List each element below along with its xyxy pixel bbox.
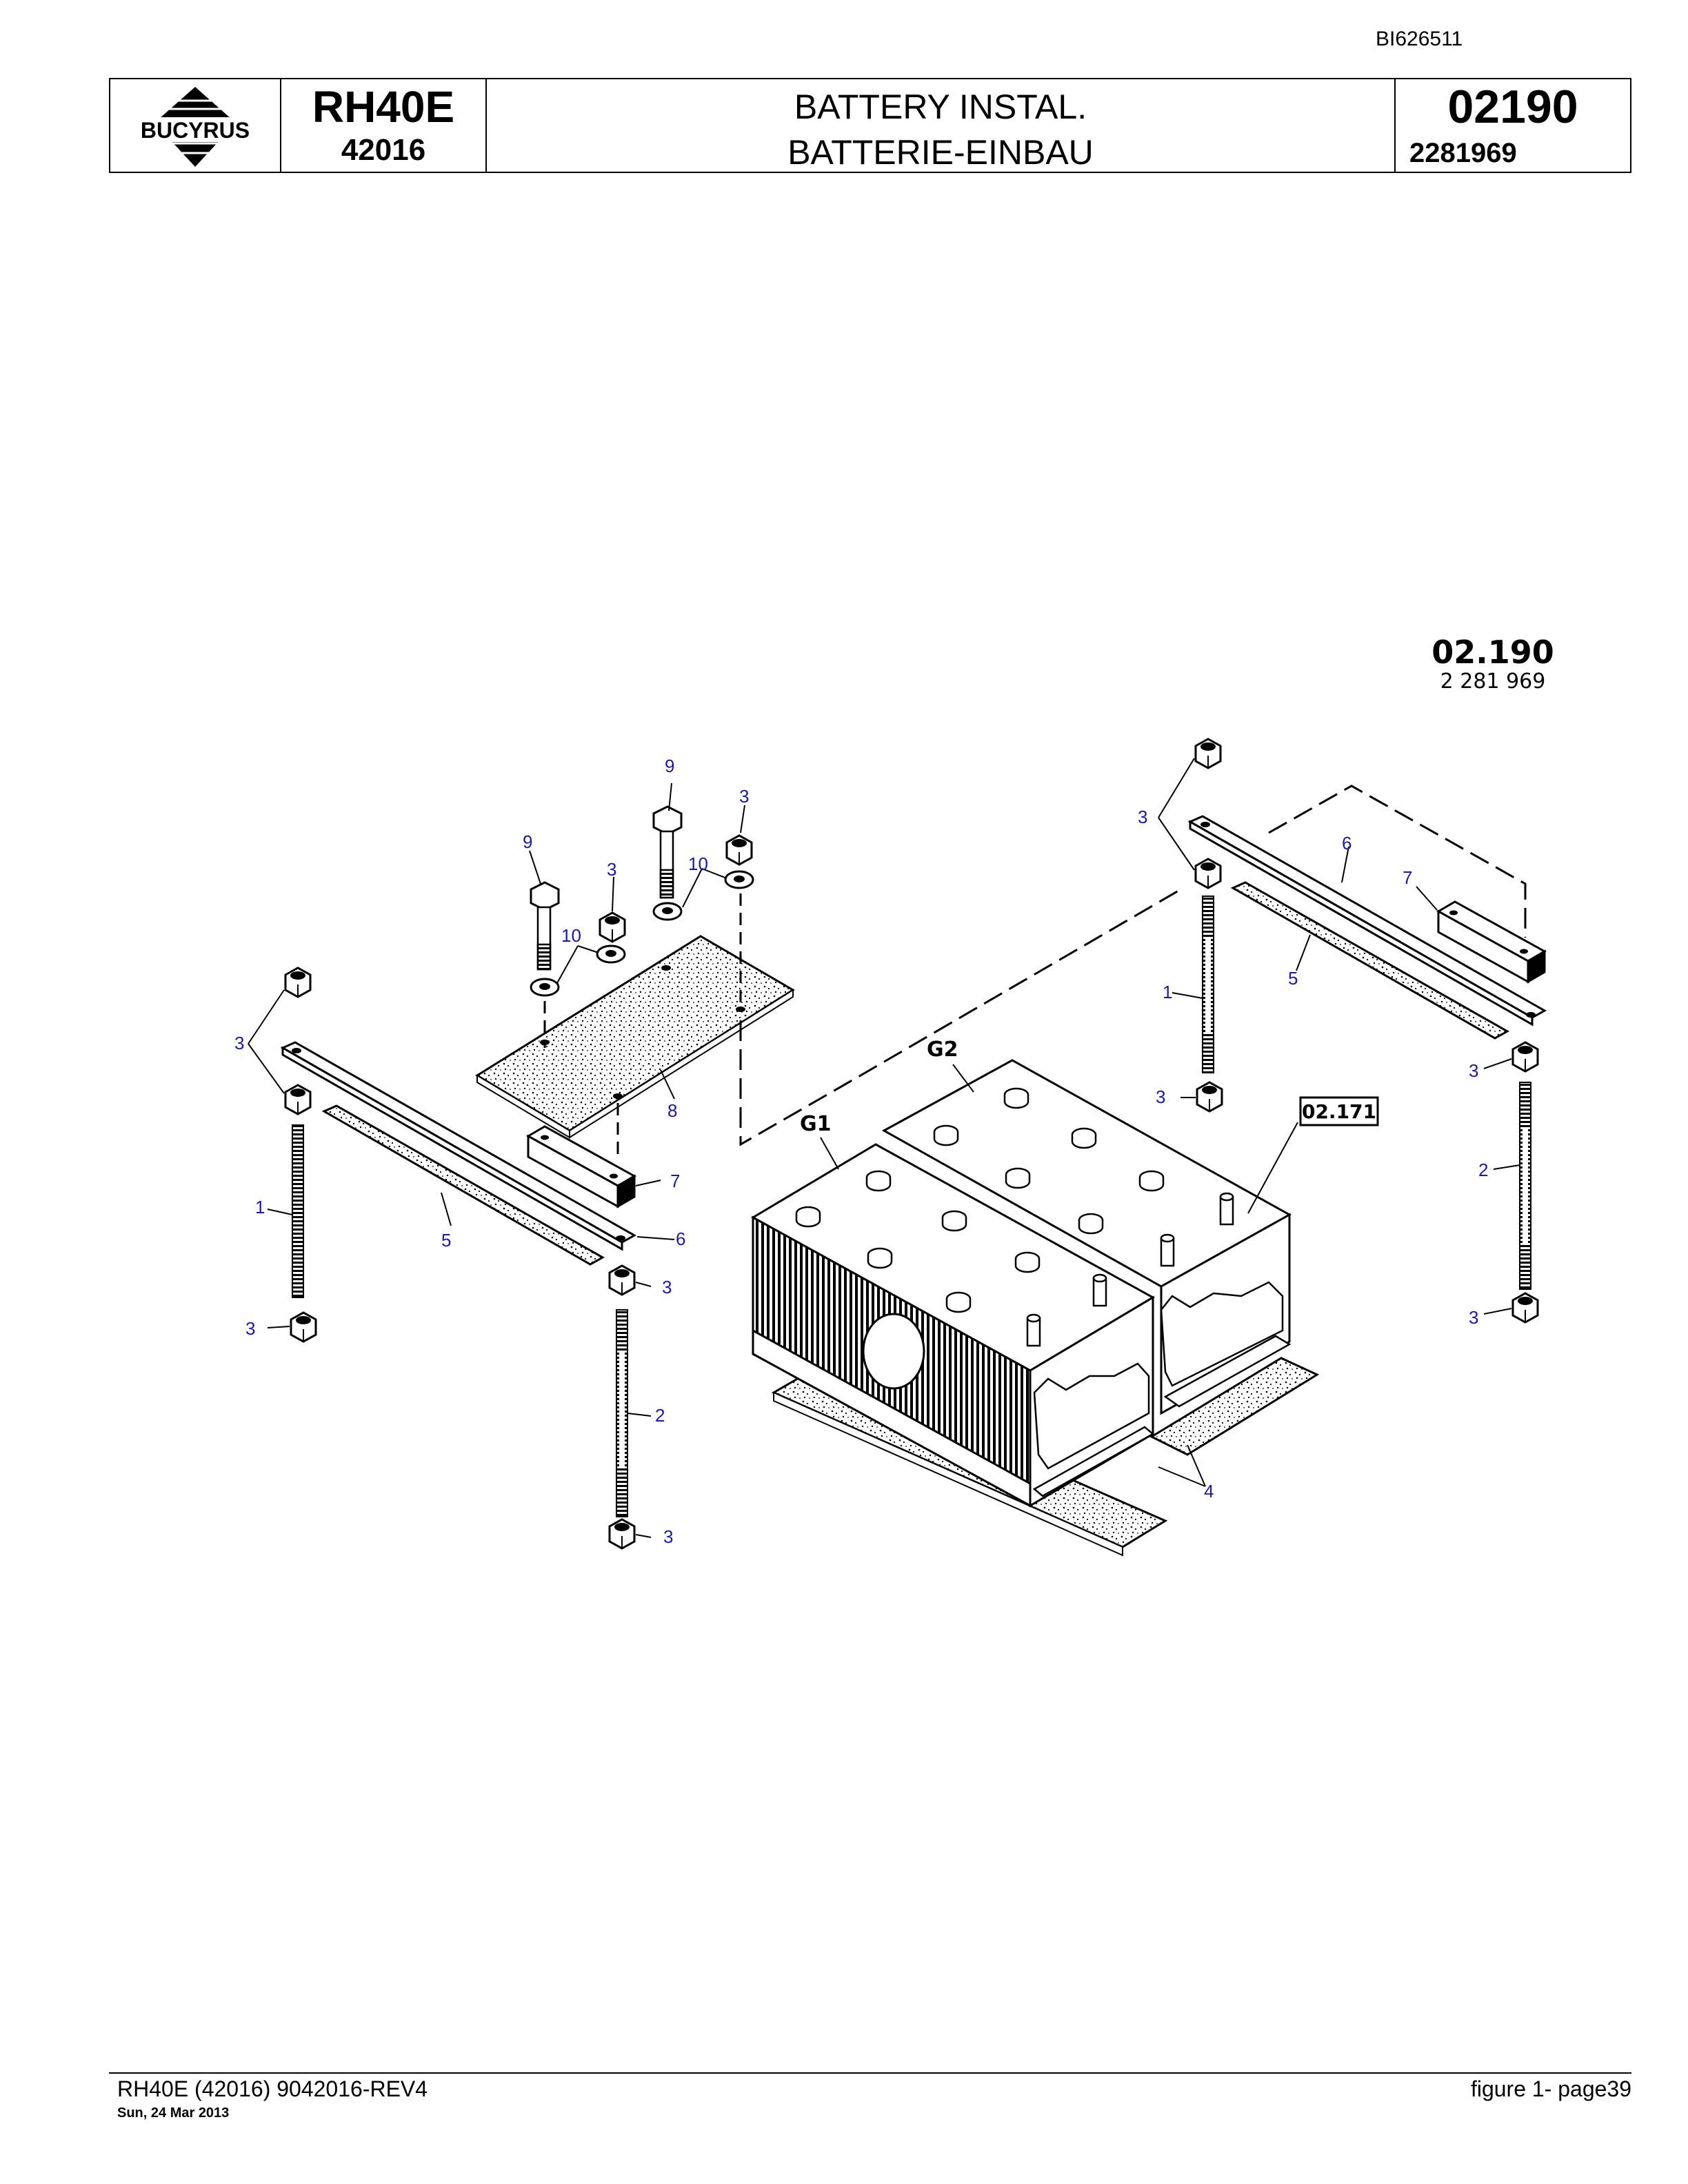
- hex-bolt-9: [530, 881, 560, 971]
- figure-number: 02190: [1447, 81, 1578, 133]
- serial-number: 42016: [341, 133, 426, 167]
- callout-3: 3: [1469, 1060, 1478, 1081]
- rubber-strip-5: [1230, 881, 1510, 1040]
- hex-bolt-9: [652, 805, 683, 899]
- battery-g2: [881, 1059, 1292, 1415]
- hex-nut-3: [608, 1264, 636, 1296]
- callout-2: 2: [1478, 1160, 1488, 1180]
- title-german: BATTERIE-EINBAU: [787, 133, 1094, 172]
- clamping-bar-6: [1187, 815, 1547, 1019]
- hex-nut-3: [284, 1084, 312, 1115]
- callout-9: 9: [523, 831, 532, 852]
- battery-label-g1: G1: [800, 1112, 832, 1136]
- callouts: 3 1 5 7 6 3 3 2 3 8 9 9 3 3 10 10 3 1 3 …: [234, 756, 1488, 1547]
- leader-lines: [248, 758, 1520, 1538]
- battery-assembly: [750, 1059, 1320, 1557]
- hex-nut-3: [725, 834, 753, 866]
- cover-plate-8: [475, 935, 795, 1132]
- callout-6: 6: [1342, 833, 1352, 853]
- bucyrus-logo: BUCYRUS: [125, 87, 265, 167]
- callout-4: 4: [1204, 1481, 1214, 1502]
- figure-number-cell: 02190 2281969: [1396, 79, 1630, 172]
- rubber-mat-4: [1149, 1357, 1320, 1456]
- diagram-part-number: 2 281 969: [1440, 669, 1546, 694]
- hex-nut-3: [1194, 858, 1222, 889]
- callout-3: 3: [663, 1526, 673, 1547]
- callout-1: 1: [1163, 982, 1172, 1002]
- callout-3: 3: [1138, 807, 1147, 827]
- title-block: BUCYRUS RH40E 42016 BATTERY INSTAL. BATT…: [109, 78, 1631, 173]
- callout-5: 5: [441, 1230, 451, 1251]
- callout-3: 3: [662, 1277, 672, 1297]
- top-plate-assembly: [475, 805, 1184, 1158]
- battery-label-g2: G2: [927, 1038, 958, 1062]
- callout-1: 1: [255, 1197, 265, 1217]
- callout-3: 3: [245, 1318, 255, 1339]
- callout-3: 3: [234, 1033, 244, 1053]
- diagram-figure-label: 02.190 2 281 969: [1407, 634, 1579, 694]
- callout-2: 2: [655, 1405, 665, 1426]
- callout-3: 3: [739, 786, 749, 807]
- part-number: 2281969: [1409, 138, 1517, 168]
- right-frame-assembly: [1187, 738, 1547, 1324]
- left-frame-assembly: [280, 967, 637, 1550]
- footer-document-info: RH40E (42016) 9042016-REV4: [117, 2076, 428, 2101]
- callout-10: 10: [561, 925, 581, 946]
- washer-10: [530, 978, 560, 997]
- logo-text: BUCYRUS: [141, 118, 250, 143]
- callout-5: 5: [1288, 968, 1298, 989]
- rubber-strip-5: [321, 1104, 605, 1266]
- hex-nut-3: [608, 1518, 636, 1550]
- washer-10: [596, 944, 626, 964]
- threaded-stud-1: [292, 1124, 304, 1298]
- washer-10: [724, 870, 754, 889]
- callout-7: 7: [1403, 867, 1412, 888]
- hex-nut-3: [1511, 1292, 1539, 1324]
- callout-3: 3: [607, 859, 616, 880]
- logo-cell: BUCYRUS: [110, 79, 281, 172]
- reference-box-label: 02.171: [1302, 1100, 1376, 1123]
- footer-divider: [109, 2072, 1631, 2074]
- callout-8: 8: [667, 1100, 677, 1121]
- title-english: BATTERY INSTAL.: [794, 88, 1087, 126]
- hex-nut-3: [284, 967, 312, 998]
- title-cell: BATTERY INSTAL. BATTERIE-EINBAU: [487, 79, 1396, 172]
- hex-nut-3: [290, 1311, 317, 1343]
- reference-box: [1299, 1096, 1379, 1126]
- diagram-figure-number: 02.190: [1431, 634, 1554, 671]
- hex-nut-3: [1196, 1081, 1223, 1113]
- callout-10: 10: [688, 853, 708, 874]
- callout-9: 9: [665, 756, 674, 776]
- callout-6: 6: [676, 1228, 685, 1249]
- callout-3: 3: [1156, 1086, 1165, 1107]
- callout-3: 3: [1469, 1307, 1478, 1328]
- footer-date: Sun, 24 Mar 2013: [117, 2105, 230, 2121]
- hex-nut-3: [1511, 1041, 1539, 1073]
- hex-nut-3: [1194, 738, 1222, 769]
- callout-7: 7: [670, 1171, 680, 1191]
- battery-g1: [750, 1143, 1156, 1508]
- model-name: RH40E: [312, 82, 455, 132]
- hex-nut-3: [599, 911, 626, 943]
- document-id: BI626511: [1376, 28, 1463, 50]
- model-cell: RH40E 42016: [281, 79, 487, 172]
- footer-page-info: figure 1- page39: [1470, 2076, 1631, 2101]
- washer-10: [652, 902, 683, 921]
